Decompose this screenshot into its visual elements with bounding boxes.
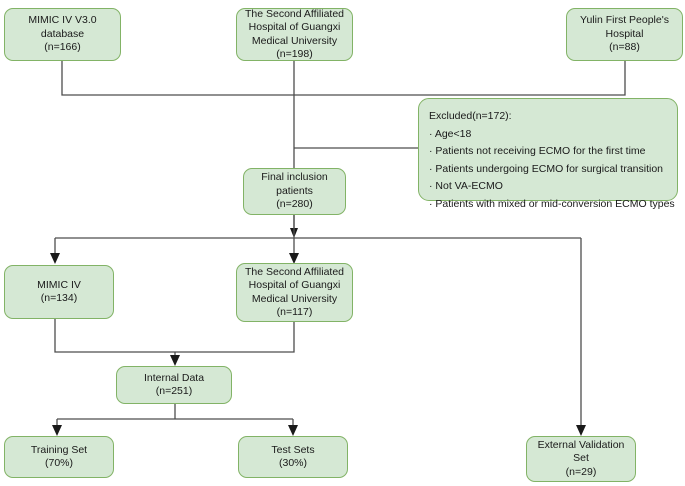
node-excluded[interactable]: Excluded(n=172): · Age<18 · Patients not… [418,98,678,210]
node-yulin-source[interactable]: Yulin First People's Hospital (n=88) [566,8,683,61]
node-line: External Validation [537,438,625,451]
node-line: Test Sets [271,443,315,456]
node-line: (n=198) [276,48,313,60]
node-line: Training Set [30,443,88,456]
node-line: Hospital of Guangxi [248,21,341,33]
node-line: (n=280) [276,198,313,211]
node-test-sets[interactable]: Test Sets (30%) [238,436,348,478]
arrowhead-external-validation [576,425,586,436]
excluded-criterion: · Patients undergoing ECMO for surgical … [429,162,664,175]
edge-sources-merge-bar [61,61,626,96]
node-internal-data[interactable]: Internal Data (n=251) [116,366,232,404]
node-line: (30%) [278,457,307,469]
excluded-criterion: · Age<18 [429,127,472,140]
node-line: Medical University [251,34,338,47]
node-mimic-source[interactable]: MIMIC IV V3.0 database (n=166) [4,8,121,61]
node-line: (n=117) [276,306,313,318]
node-line: The Second Affiliated [244,7,345,20]
node-final-inclusion[interactable]: Final inclusion patients (n=280) [243,168,346,215]
node-line: (n=29) [565,465,597,478]
node-line: The Second Affiliated [244,265,345,278]
node-line: MIMIC IV [37,278,81,291]
arrowhead-guangxi-cohort [289,253,299,264]
arrowhead-internal-data [170,355,180,366]
node-line: Hospital [605,27,644,40]
edge-cohorts-merge-bar [54,319,295,353]
excluded-heading: Excluded(n=172): [429,110,512,122]
node-line: Set [573,452,589,465]
node-line: Yulin First People's [580,14,669,27]
node-external-validation[interactable]: External Validation Set (n=29) [526,436,636,482]
node-line: Medical University [251,292,338,305]
node-line: Internal Data [143,371,205,384]
node-line: Hospital of Guangxi [248,279,341,291]
arrowhead-training-set [52,425,62,436]
node-training-set[interactable]: Training Set (70%) [4,436,114,478]
node-line: (n=88) [609,41,640,54]
excluded-criterion: · Patients with mixed or mid-conversion … [429,197,675,210]
node-line: MIMIC IV V3.0 [28,14,97,27]
arrowhead-mimic-cohort [50,253,60,264]
node-line: (n=251) [155,385,193,397]
arrowhead-test-sets [288,425,298,436]
node-line: patients [276,184,313,197]
excluded-criterion: · Not VA-ECMO [429,180,503,192]
node-line: (n=134) [40,292,78,304]
node-guangxi-source[interactable]: The Second Affiliated Hospital of Guangx… [236,8,353,61]
node-line: database [40,27,85,40]
excluded-criterion: · Patients not receiving ECMO for the fi… [429,145,646,157]
node-line: (70%) [44,457,73,469]
node-line: Final inclusion [261,171,328,184]
node-guangxi-cohort[interactable]: The Second Affiliated Hospital of Guangx… [236,263,353,322]
node-mimic-cohort[interactable]: MIMIC IV (n=134) [4,265,114,319]
node-line: (n=166) [44,41,81,54]
